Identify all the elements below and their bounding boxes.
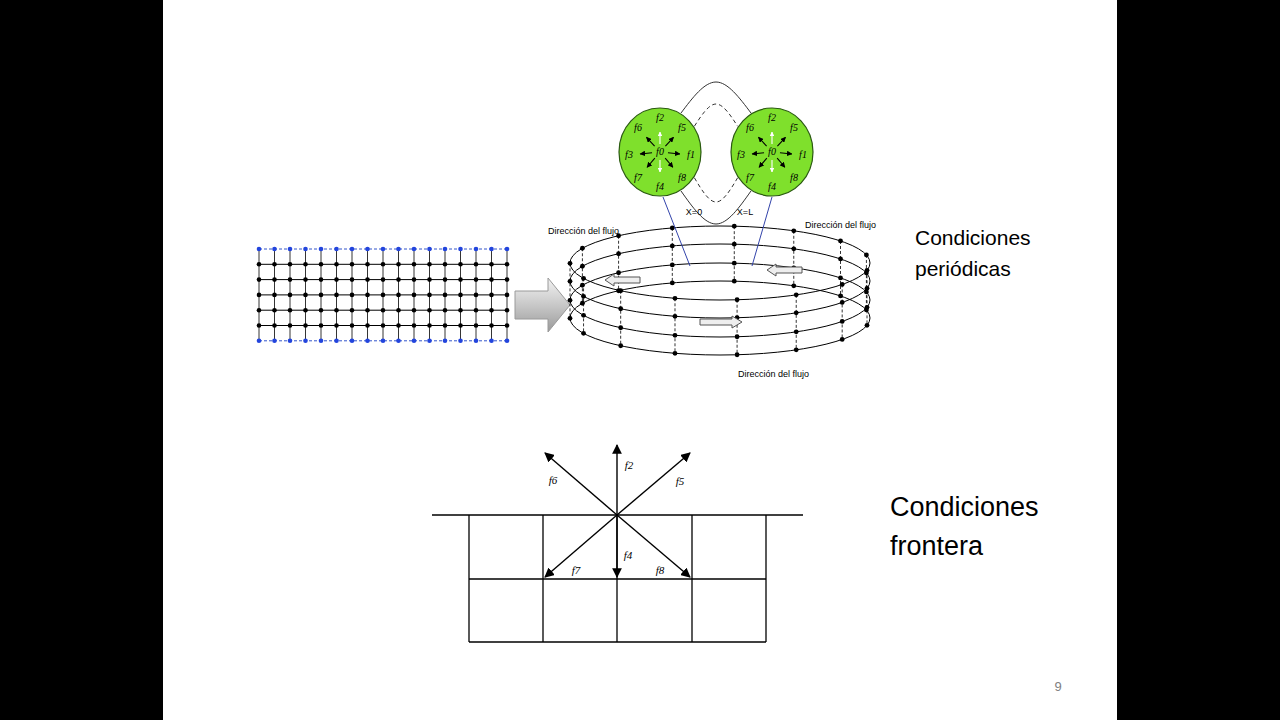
velocity-label: f0 — [656, 147, 664, 157]
flow-direction: Dirección del flujo — [548, 227, 619, 237]
velocity-label: f6 — [549, 474, 558, 486]
velocity-label: f6 — [746, 123, 754, 133]
velocity-circle: f6 f2 f5 f3 f0 f1 f7 f4 f8 — [730, 107, 814, 197]
flow-arrows — [605, 264, 802, 328]
velocity-label: f7 — [572, 564, 581, 576]
velocity-label: f3 — [737, 150, 745, 160]
coordinate-label: X=0 — [686, 208, 702, 218]
velocity-label: f3 — [625, 150, 633, 160]
velocity-label: f4 — [624, 549, 633, 561]
velocity-label: f0 — [768, 147, 776, 157]
leader-line — [752, 197, 772, 266]
periodic-link — [681, 82, 751, 113]
flat-lattice — [257, 247, 510, 343]
velocity-label: f8 — [656, 564, 665, 576]
flow-direction: Dirección del flujo — [805, 221, 876, 231]
velocity-label: f7 — [746, 173, 754, 183]
velocity-circle: f6 f2 f5 f3 f0 f1 f7 f4 f8 — [618, 107, 702, 197]
velocity-label: f2 — [656, 113, 664, 123]
velocity-label: f5 — [676, 475, 685, 487]
velocity-label: f6 — [634, 123, 642, 133]
velocity-label: f4 — [656, 182, 664, 192]
velocity-arrows — [545, 445, 690, 577]
ring-lattice — [568, 224, 870, 357]
coordinate-label: X=L — [737, 208, 753, 218]
section-heading: Condiciones frontera — [890, 488, 1070, 566]
flow-direction: Dirección del flujo — [738, 370, 809, 380]
boundary-grid — [432, 515, 803, 642]
velocity-label: f5 — [790, 123, 798, 133]
velocity-label: f1 — [799, 150, 807, 160]
periodic-link — [694, 104, 737, 126]
section-heading: Condiciones periódicas — [915, 222, 1065, 284]
slide-ground — [163, 0, 1117, 720]
periodic-link — [694, 178, 737, 202]
velocity-label: f1 — [687, 150, 695, 160]
velocity-label: f2 — [625, 459, 634, 471]
velocity-label: f8 — [790, 173, 798, 183]
velocity-label: f7 — [634, 173, 642, 183]
velocity-label: f4 — [768, 182, 776, 192]
page-number: 9 — [1054, 680, 1061, 694]
transform-arrow — [515, 278, 570, 332]
velocity-label: f5 — [678, 123, 686, 133]
velocity-label: f8 — [678, 173, 686, 183]
velocity-label: f2 — [768, 113, 776, 123]
